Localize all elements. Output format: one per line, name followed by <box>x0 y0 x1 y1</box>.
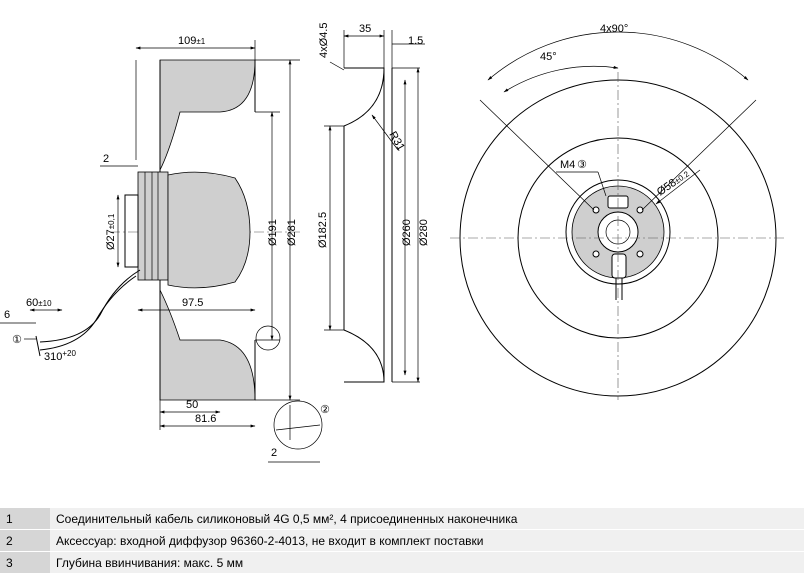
dim-d191: Ø191 <box>267 219 279 246</box>
dim-2-bottom: 2 <box>271 447 277 459</box>
diffuser-profile-top <box>343 67 385 127</box>
dim-35: 35 <box>359 23 371 35</box>
motor-rotor <box>137 171 169 281</box>
note-text: Соединительный кабель силиконовый 4G 0,5… <box>50 508 804 530</box>
diffuser-view: 35 1.5 4xØ4.5 R31 Ø182.5 Ø260 Ø280 <box>317 23 430 383</box>
dim-2-top: 2 <box>103 153 109 165</box>
note-row: 1 Соединительный кабель силиконовый 4G 0… <box>0 508 804 530</box>
dim-m4: M4 <box>560 159 575 171</box>
impeller-lower-shroud <box>159 289 256 401</box>
note-text: Аксессуар: входной диффузор 96360-2-4013… <box>50 529 804 552</box>
note-row: 3 Глубина ввинчивания: макс. 5 мм <box>0 551 804 574</box>
note-row: 2 Аксессуар: входной диффузор 96360-2-40… <box>0 529 804 552</box>
dim-r31: R31 <box>386 130 406 153</box>
dim-6: 6 <box>4 309 10 321</box>
note-text: Глубина ввинчивания: макс. 5 мм <box>50 551 804 574</box>
diffuser-profile-bottom <box>343 329 385 383</box>
connection-cable <box>39 269 141 343</box>
callout-3: ③ <box>577 159 587 171</box>
technical-drawing: 109±1 2 Ø27±0,1 6 60±10 ① 310+20 97.5 50… <box>0 23 785 463</box>
dim-width: 109±1 <box>178 35 206 47</box>
dim-60: 60±10 <box>26 297 52 309</box>
impeller-upper-shroud <box>159 59 256 171</box>
dim-4x4-5: 4xØ4.5 <box>318 23 330 58</box>
side-view: 109±1 2 Ø27±0,1 6 60±10 ① 310+20 97.5 50… <box>0 35 330 463</box>
dim-81-6: 81.6 <box>195 413 216 425</box>
dim-50: 50 <box>186 399 198 411</box>
dim-45: 45° <box>540 51 557 63</box>
dim-d58: Ø58±0.2 <box>655 167 692 198</box>
dim-d182-5: Ø182.5 <box>317 212 329 248</box>
dim-d260: Ø260 <box>401 219 413 246</box>
front-view: 4x90° 45° M4 ③ Ø58±0.2 <box>450 23 785 400</box>
dim-97-5: 97.5 <box>182 297 203 309</box>
dim-1-5: 1.5 <box>408 35 423 47</box>
note-number: 2 <box>0 529 50 552</box>
dim-diam-27: Ø27±0,1 <box>105 213 117 250</box>
callout-1: ① <box>12 334 22 346</box>
notes-table: 1 Соединительный кабель силиконовый 4G 0… <box>0 508 804 574</box>
callout-2: ② <box>320 404 330 416</box>
dim-310: 310+20 <box>44 349 76 363</box>
detail-circle <box>255 325 281 351</box>
motor-housing <box>167 171 251 289</box>
dim-4x90: 4x90° <box>600 23 628 35</box>
dim-d280: Ø280 <box>418 219 430 246</box>
dim-d281: Ø281 <box>286 219 298 246</box>
note-number: 3 <box>0 551 50 574</box>
note-number: 1 <box>0 508 50 530</box>
